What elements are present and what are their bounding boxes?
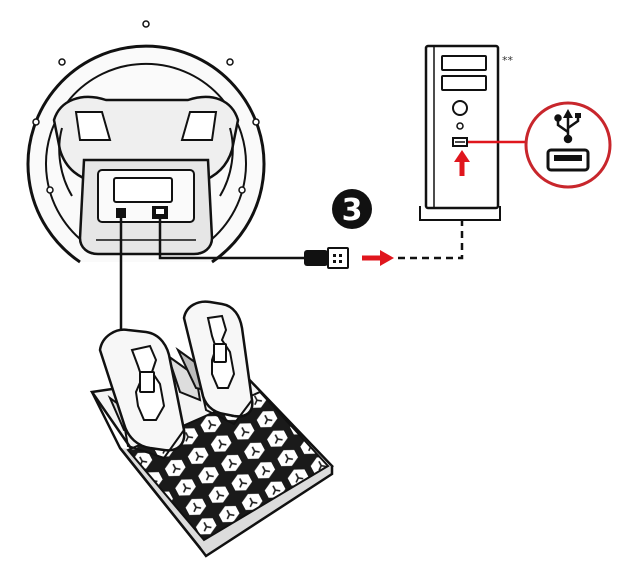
wheel-display: [113, 177, 173, 203]
usb-port-icon: [546, 148, 590, 172]
racing-wheel-icon: [26, 20, 266, 264]
plug-direction-arrow: [362, 250, 394, 266]
pc-tower-icon: **: [419, 44, 514, 221]
port-direction-arrow: [454, 150, 470, 176]
pc-drive-bay-2: [441, 75, 487, 91]
usb-plug-icon: [304, 247, 349, 269]
wheel-pedal-port: [116, 208, 126, 218]
pc-power-button: [452, 100, 468, 116]
pc-drive-bay-1: [441, 55, 487, 71]
usb-port-callout: [468, 101, 612, 189]
wheel-rim-dots: [32, 20, 260, 194]
pc-footnote-marker: **: [502, 54, 514, 67]
pedal-brake: [98, 328, 186, 452]
usb-symbol-icon: [554, 109, 581, 144]
step-badge: 3: [332, 189, 372, 229]
usb-cable: [158, 219, 306, 260]
pedal-set-icon: [89, 300, 334, 558]
dashed-connection-line: [398, 160, 464, 260]
step-number: 3: [342, 193, 363, 228]
pedal-throttle: [182, 300, 254, 418]
